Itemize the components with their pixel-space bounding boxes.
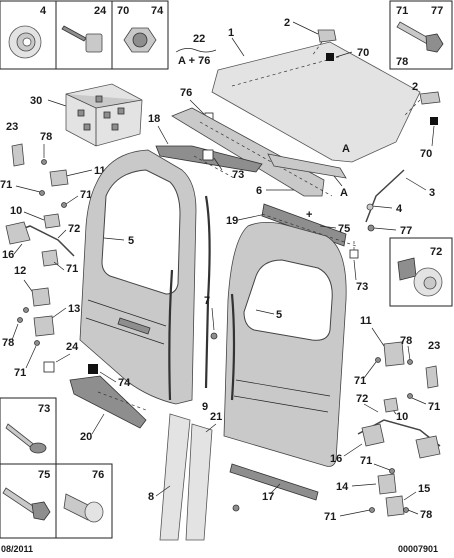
callout-71: 71 [66, 263, 78, 275]
callout-78: 78 [2, 337, 14, 349]
legend-box-70: 70 74 [111, 0, 169, 70]
clip-part-24 [61, 25, 87, 42]
callout-4: 4 [40, 5, 47, 17]
callout-23: 23 [428, 340, 440, 352]
callout-73: 73 [38, 403, 50, 415]
legend-box-73: 73 [0, 397, 57, 465]
callout-A: A [340, 187, 348, 199]
footer-date: 08/2011 [1, 544, 33, 554]
callout-5: 5 [128, 235, 134, 247]
legend-box-76: 76 [55, 463, 113, 539]
right-hardware: 11 78 23 71 72 71 10 16 71 14 15 71 [324, 315, 441, 523]
callout-70: 70 [357, 47, 369, 59]
legend-box-71-77-78: 71 77 78 [389, 0, 453, 70]
callout-71: 71 [324, 511, 336, 523]
callout-9: 9 [202, 401, 208, 413]
callout-71: 71 [14, 367, 26, 379]
callout-6: 6 [256, 185, 262, 197]
callout-78: 78 [396, 56, 408, 68]
callout-24: 24 [94, 5, 107, 17]
callout-75: 75 [38, 469, 50, 481]
buffer-part-72 [397, 257, 417, 281]
callout-24: 24 [66, 341, 79, 353]
callout-72: 72 [356, 393, 368, 405]
left-hardware: 23 78 11 71 71 10 72 16 71 12 13 78 [0, 121, 106, 379]
callout-group-22: 22 A + 76 [175, 33, 217, 67]
legend-box-75: 75 [0, 463, 57, 539]
roof-clip-2-right: 2 70 [403, 81, 441, 160]
callout-76: 76 [180, 87, 192, 99]
callout-12: 12 [14, 265, 26, 277]
callout-72: 72 [430, 246, 442, 258]
callout-20: 20 [80, 431, 92, 443]
callout-30: 30 [30, 95, 42, 107]
legend-box-4: 4 [0, 0, 57, 70]
left-rear-door: 5 [79, 149, 197, 405]
door-pillar-seal: 7 [204, 195, 218, 389]
legend-box-24: 24 [55, 0, 113, 70]
callout-4: 4 [396, 203, 403, 215]
callout-18: 18 [148, 113, 160, 125]
callout-11: 11 [360, 315, 372, 327]
callout-2: 2 [412, 81, 418, 93]
callout-78: 78 [400, 335, 412, 347]
callout-70: 70 [117, 5, 129, 17]
callout-77: 77 [431, 5, 443, 17]
callout-11: 11 [94, 165, 106, 177]
callout-78: 78 [420, 509, 432, 521]
callout-71: 71 [0, 179, 12, 191]
callout-78: 78 [40, 131, 52, 143]
svg-text:+: + [306, 209, 312, 221]
callout-23: 23 [6, 121, 18, 133]
callout-10: 10 [396, 411, 408, 423]
callout-74: 74 [118, 377, 131, 389]
callout-1: 1 [228, 27, 234, 39]
callout-72: 72 [68, 223, 80, 235]
callout-73: 73 [232, 169, 244, 181]
lower-parts: 24 74 20 21 8 9 17 [43, 269, 319, 541]
callout-A: A [342, 143, 350, 155]
callout-75: 75 [338, 223, 350, 235]
callout-73: 73 [356, 281, 368, 293]
callout-71: 71 [396, 5, 408, 17]
callout-21: 21 [210, 411, 222, 423]
callout-71: 71 [354, 375, 366, 387]
roof-clip-2-top: 2 70 [284, 17, 369, 61]
callout-3: 3 [429, 187, 435, 199]
callout-71: 71 [428, 401, 440, 413]
roof-cross-rail: 76 18 73 6 A A [148, 87, 350, 199]
callout-16: 16 [330, 453, 342, 465]
legend-box-72: 72 [389, 237, 453, 307]
callout-5: 5 [276, 309, 282, 321]
callout-15: 15 [418, 483, 430, 495]
callout-10: 10 [10, 205, 22, 217]
junction-box-30: 30 [30, 83, 143, 147]
gas-strut-3: 3 4 77 [365, 169, 435, 237]
callout-22-note: A + 76 [178, 55, 210, 67]
roof-panel: 1 [211, 27, 421, 163]
callout-14: 14 [336, 481, 349, 493]
callout-71: 71 [80, 189, 92, 201]
callout-74: 74 [151, 5, 164, 17]
callout-17: 17 [262, 491, 274, 503]
callout-8: 8 [148, 491, 154, 503]
callout-76: 76 [92, 469, 104, 481]
callout-22: 22 [193, 33, 205, 45]
callout-2: 2 [284, 17, 290, 29]
callout-70: 70 [420, 148, 432, 160]
callout-7: 7 [204, 295, 210, 307]
footer-reference: 00007901 [398, 544, 438, 554]
callout-19: 19 [226, 215, 238, 227]
callout-77: 77 [400, 225, 412, 237]
callout-16: 16 [2, 249, 14, 261]
callout-71: 71 [360, 455, 372, 467]
right-rear-door: 5 [223, 222, 347, 467]
callout-13: 13 [68, 303, 80, 315]
